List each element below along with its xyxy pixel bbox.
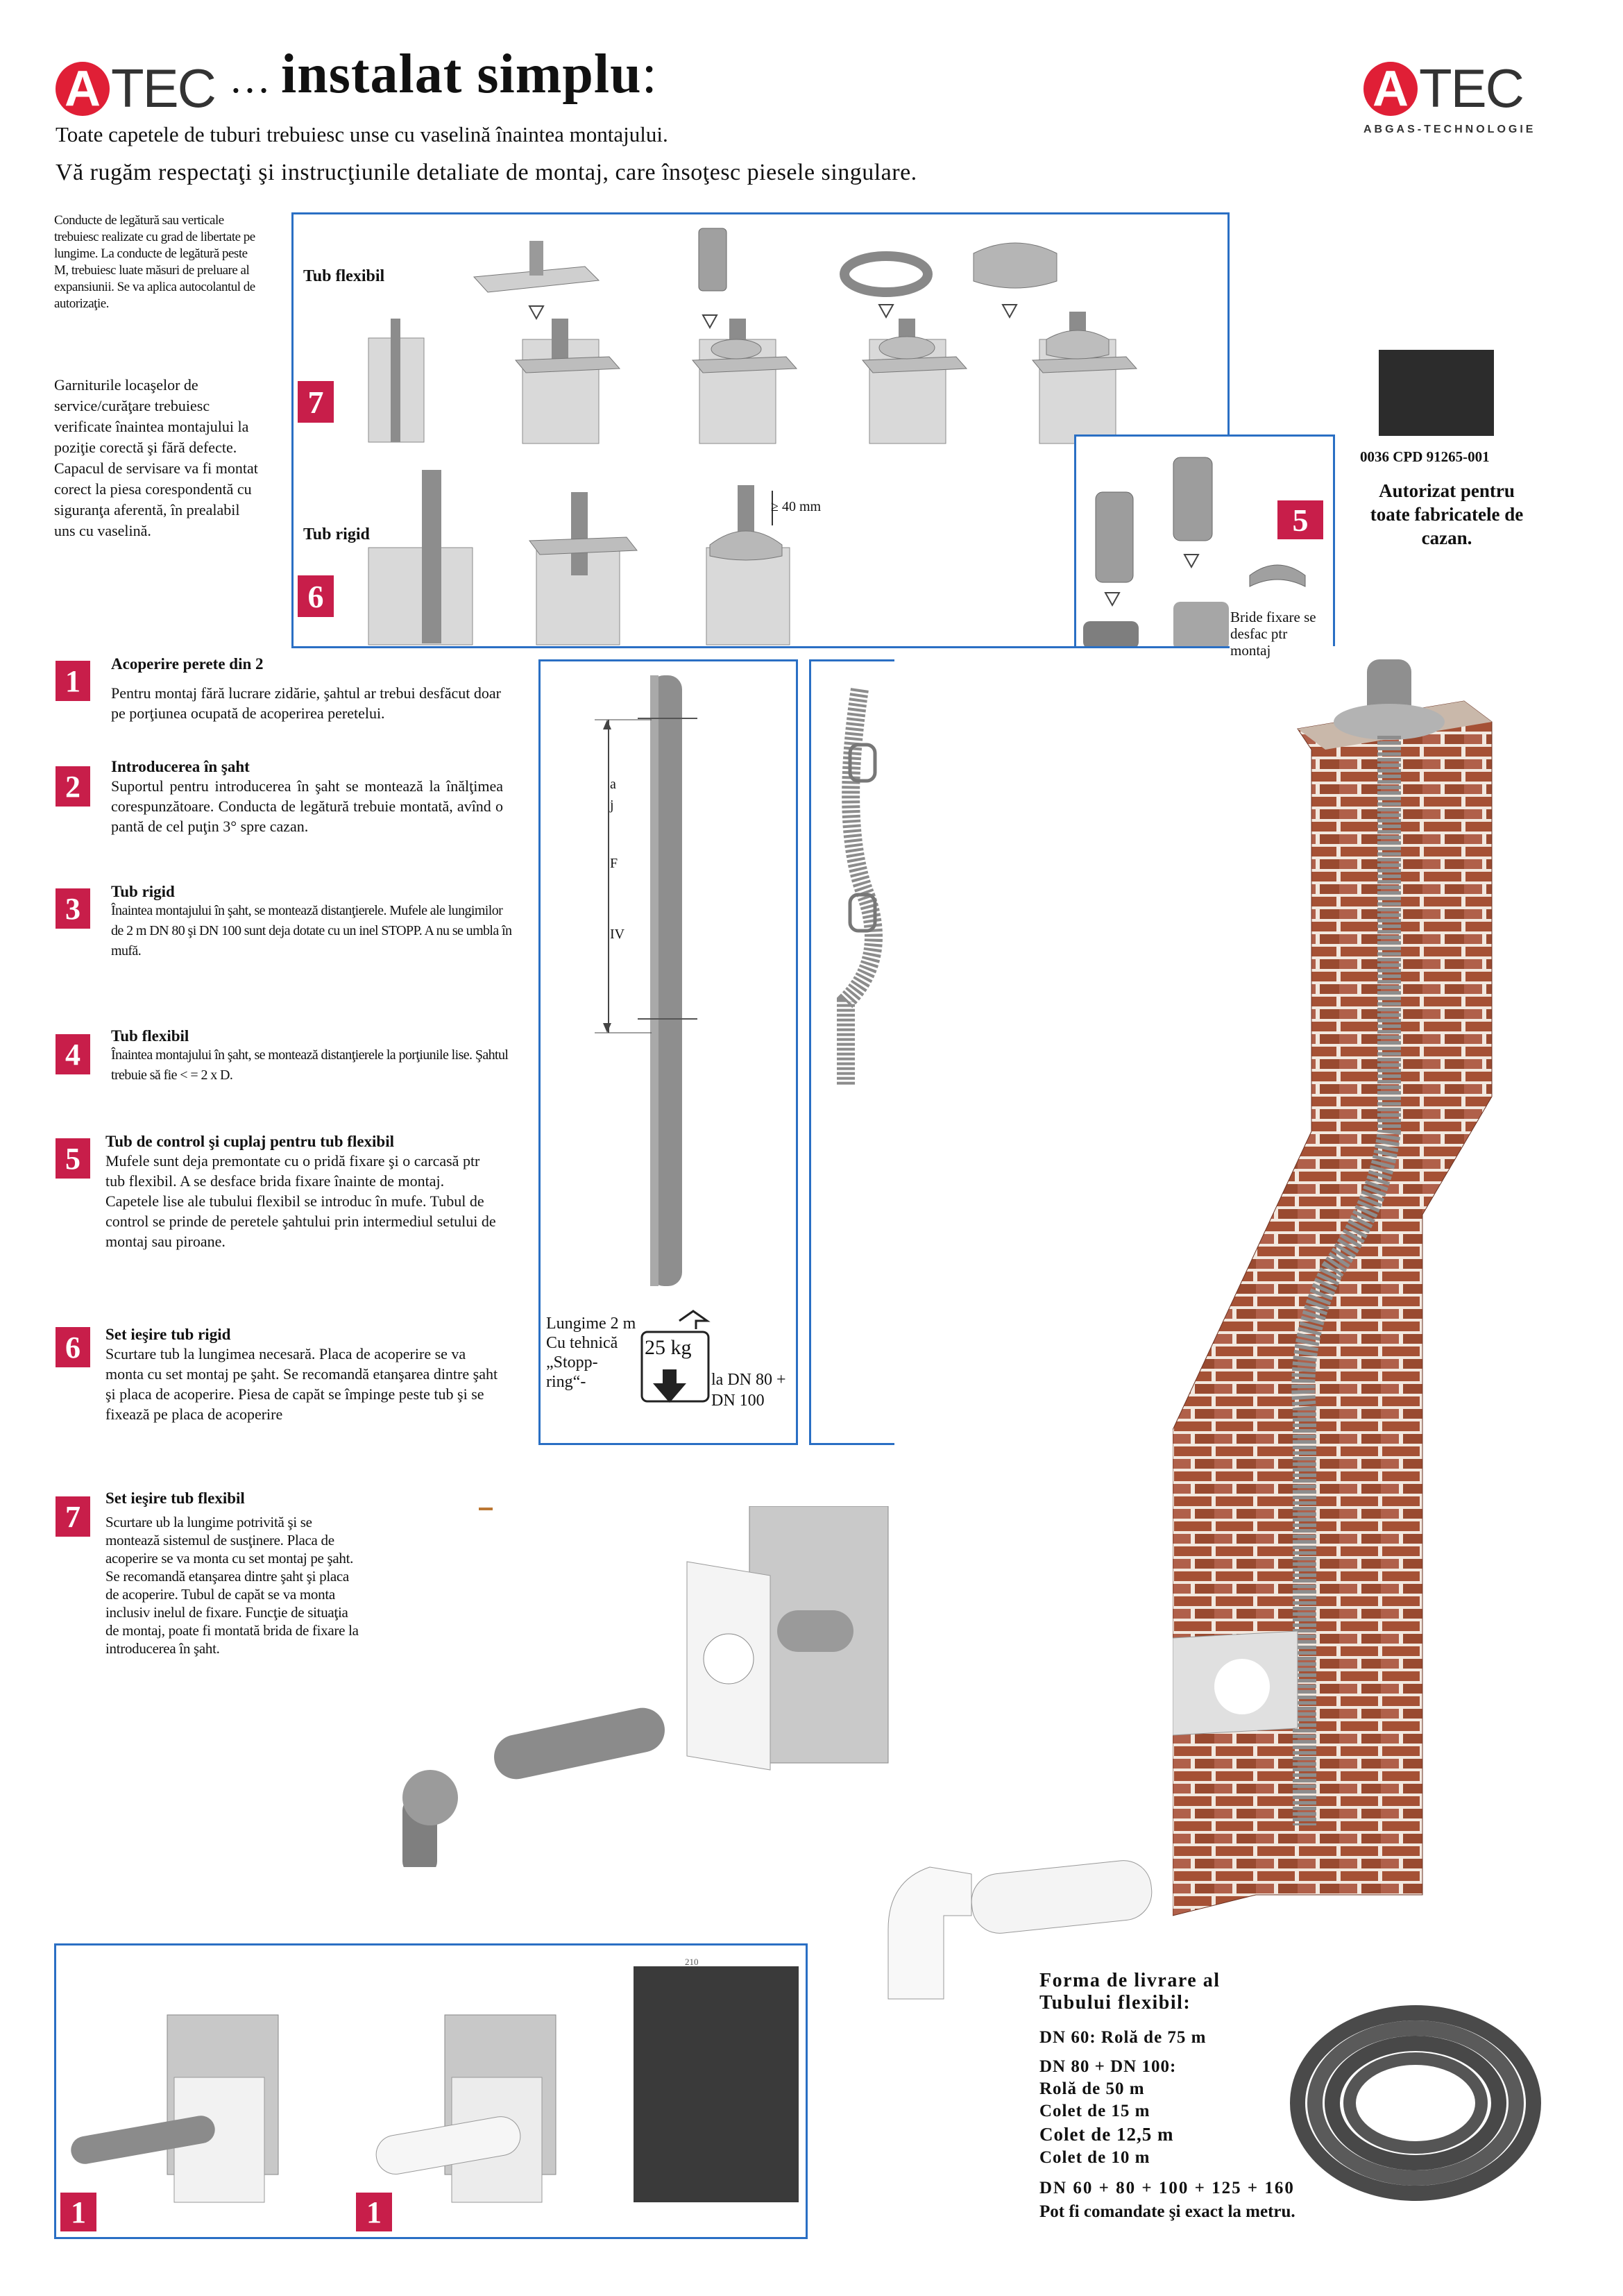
step-body: Mufele sunt deja premontate cu o pridă f… bbox=[105, 1152, 496, 1250]
step-badge: 4 bbox=[56, 1034, 90, 1074]
step-badge: 3 bbox=[56, 888, 90, 929]
panel-flexible-rigid-outlets: Tub flexibil Tub rigid 7 6 bbox=[291, 212, 1230, 648]
flexible-tube-illustration bbox=[837, 688, 883, 1085]
badge-bottom-left: 1 bbox=[60, 2193, 96, 2231]
flexible-outlet-illustrations bbox=[368, 228, 1138, 645]
badge-6-top: 6 bbox=[298, 575, 334, 617]
step-badge: 5 bbox=[56, 1138, 90, 1179]
logo-circle: A bbox=[56, 61, 110, 116]
step-title: Tub de control şi cuplaj pentru tub flex… bbox=[105, 1133, 394, 1150]
delivery-line-7: DN 60 + 80 + 100 + 125 + 160 bbox=[1039, 2179, 1295, 2197]
delivery-line-3: Rolă de 50 m bbox=[1039, 2079, 1145, 2098]
bottom-small-number: 210 bbox=[685, 1957, 699, 1967]
step-badge: 1 bbox=[56, 661, 90, 701]
rigid-vertical-j: j bbox=[610, 797, 614, 813]
flexible-tube-roll-illustration bbox=[1290, 2005, 1541, 2201]
page-title: …instalat simplu: bbox=[229, 43, 658, 106]
rigid-tube-illustration bbox=[595, 675, 711, 1403]
panel-control-tube: 5 Bride fixare se desfac ptr montaj bbox=[1074, 434, 1335, 659]
step-body: Înaintea montajului în şaht, se montează… bbox=[111, 903, 512, 959]
label-tub-rigid: Tub rigid bbox=[303, 525, 370, 543]
panel-flexible-tube bbox=[809, 659, 894, 1445]
title-dots: … bbox=[229, 56, 271, 101]
step-1-text: Acoperire perete din 2 Pentru montaj făr… bbox=[111, 655, 507, 723]
step-title: Tub rigid bbox=[111, 883, 175, 900]
delivery-line-1: DN 60: Rolă de 75 m bbox=[1039, 2028, 1207, 2047]
step-title: Tub flexibil bbox=[111, 1027, 189, 1045]
step-6-text: Set ieşire tub rigid Scurtare tub la lun… bbox=[105, 1326, 504, 1424]
step-body: Pentru montaj fără lucrare zidărie, şaht… bbox=[111, 684, 501, 722]
step-body: Scurtare ub la lungime potrivită şi se m… bbox=[105, 1514, 359, 1657]
delivery-line-8: Pot fi comandate şi exact la metru. bbox=[1039, 2202, 1295, 2221]
brand-logo-text: TEC bbox=[1419, 58, 1524, 119]
delivery-heading: Forma de livrare al Tubului flexibil: bbox=[1039, 1970, 1221, 2014]
logo-text: TEC bbox=[111, 58, 216, 119]
badge-bottom-right: 1 bbox=[356, 2193, 392, 2231]
step-2-text: Introducerea în şaht Suportul pentru int… bbox=[111, 758, 503, 836]
step-body: Scurtare tub la lungimea necesară. Placa… bbox=[105, 1345, 498, 1423]
white-connection-pipes-illustration bbox=[887, 1860, 1153, 2000]
step-7-text: Set ieşire tub flexibil Scurtare ub la l… bbox=[105, 1489, 362, 1657]
delivery-info: Forma de livrare al Tubului flexibil: DN… bbox=[1039, 1970, 1295, 2222]
step-5-text: Tub de control şi cuplaj pentru tub flex… bbox=[105, 1133, 501, 1251]
badge-5-panel: 5 bbox=[1277, 500, 1323, 539]
panel5-caption: Bride fixare se desfac ptr montaj bbox=[1230, 609, 1327, 659]
step-badge: 7 bbox=[56, 1496, 90, 1537]
title-colon: : bbox=[641, 44, 658, 105]
intro-note-1: Conducte de legătură sau verticale trebu… bbox=[54, 213, 255, 311]
badge-7-top: 7 bbox=[298, 381, 334, 423]
rigid-vertical-a: a bbox=[610, 777, 616, 792]
wall-cover-illustrations bbox=[71, 1966, 799, 2203]
rigid-weight: 25 kg bbox=[645, 1336, 692, 1359]
connection-pipes-illustration bbox=[402, 1506, 889, 1867]
delivery-line-5: Colet de 12,5 m bbox=[1039, 2124, 1174, 2145]
atec-brand-logo: A TEC bbox=[1363, 57, 1524, 120]
subtitle-1: Toate capetele de tuburi trebuiesc unse … bbox=[56, 122, 668, 146]
step-badge: 6 bbox=[56, 1327, 90, 1367]
step-title: Set ieşire tub rigid bbox=[105, 1326, 231, 1343]
step-title: Set ieşire tub flexibil bbox=[105, 1489, 245, 1507]
certification-text: Autorizat pentru toate fabricatele de ca… bbox=[1370, 480, 1524, 548]
rigid-vertical-F: F bbox=[610, 856, 618, 871]
delivery-line-2: DN 80 + DN 100: bbox=[1039, 2057, 1177, 2076]
panel-wall-cover: 1 1 210 bbox=[54, 1943, 808, 2239]
intro-note-2: Garniturile locaşelor de service/curăţar… bbox=[54, 376, 258, 539]
certification-code: 0036 CPD 91265-001 bbox=[1360, 448, 1490, 465]
delivery-line-4: Colet de 15 m bbox=[1039, 2102, 1150, 2120]
step-3-text: Tub rigid Înaintea montajului în şaht, s… bbox=[111, 883, 513, 961]
label-tub-flexibil: Tub flexibil bbox=[303, 267, 385, 285]
certification-mark bbox=[1379, 350, 1494, 436]
brand-logo-circle: A bbox=[1363, 61, 1418, 116]
step-badge: 2 bbox=[56, 766, 90, 807]
step-body: Înaintea montajului în şaht, se montează… bbox=[111, 1047, 509, 1083]
rigid-vertical-IV: IV bbox=[610, 927, 625, 942]
brand-tagline: ABGAS-TECHNOLOGIE bbox=[1363, 124, 1536, 135]
rigid-dn-text: la DN 80 + DN 100 bbox=[711, 1371, 786, 1410]
atec-logo-title: A TEC bbox=[56, 57, 216, 120]
chimney-cutaway-illustration bbox=[1173, 659, 1493, 1916]
rigid-length-text: Lungime 2 m Cu tehnică „Stopp-ring“- bbox=[546, 1315, 636, 1391]
title-text: instalat simplu bbox=[281, 44, 642, 105]
dimension-label: ≥ 40 mm bbox=[771, 499, 822, 514]
step-body: Suportul pentru introducerea în şaht se … bbox=[111, 777, 503, 835]
panel-rigid-tube: a j F IV Lungime 2 m Cu tehnică „Stopp-r… bbox=[538, 659, 798, 1445]
step-title: Introducerea în şaht bbox=[111, 758, 250, 775]
subtitle-2: Vă rugăm respectaţi şi instrucţiunile de… bbox=[56, 160, 917, 185]
delivery-line-6: Colet de 10 m bbox=[1039, 2148, 1150, 2167]
control-tube-illustration bbox=[1083, 457, 1306, 646]
step-title: Acoperire perete din 2 bbox=[111, 655, 264, 673]
step-4-text: Tub flexibil Înaintea montajului în şaht… bbox=[111, 1027, 520, 1086]
